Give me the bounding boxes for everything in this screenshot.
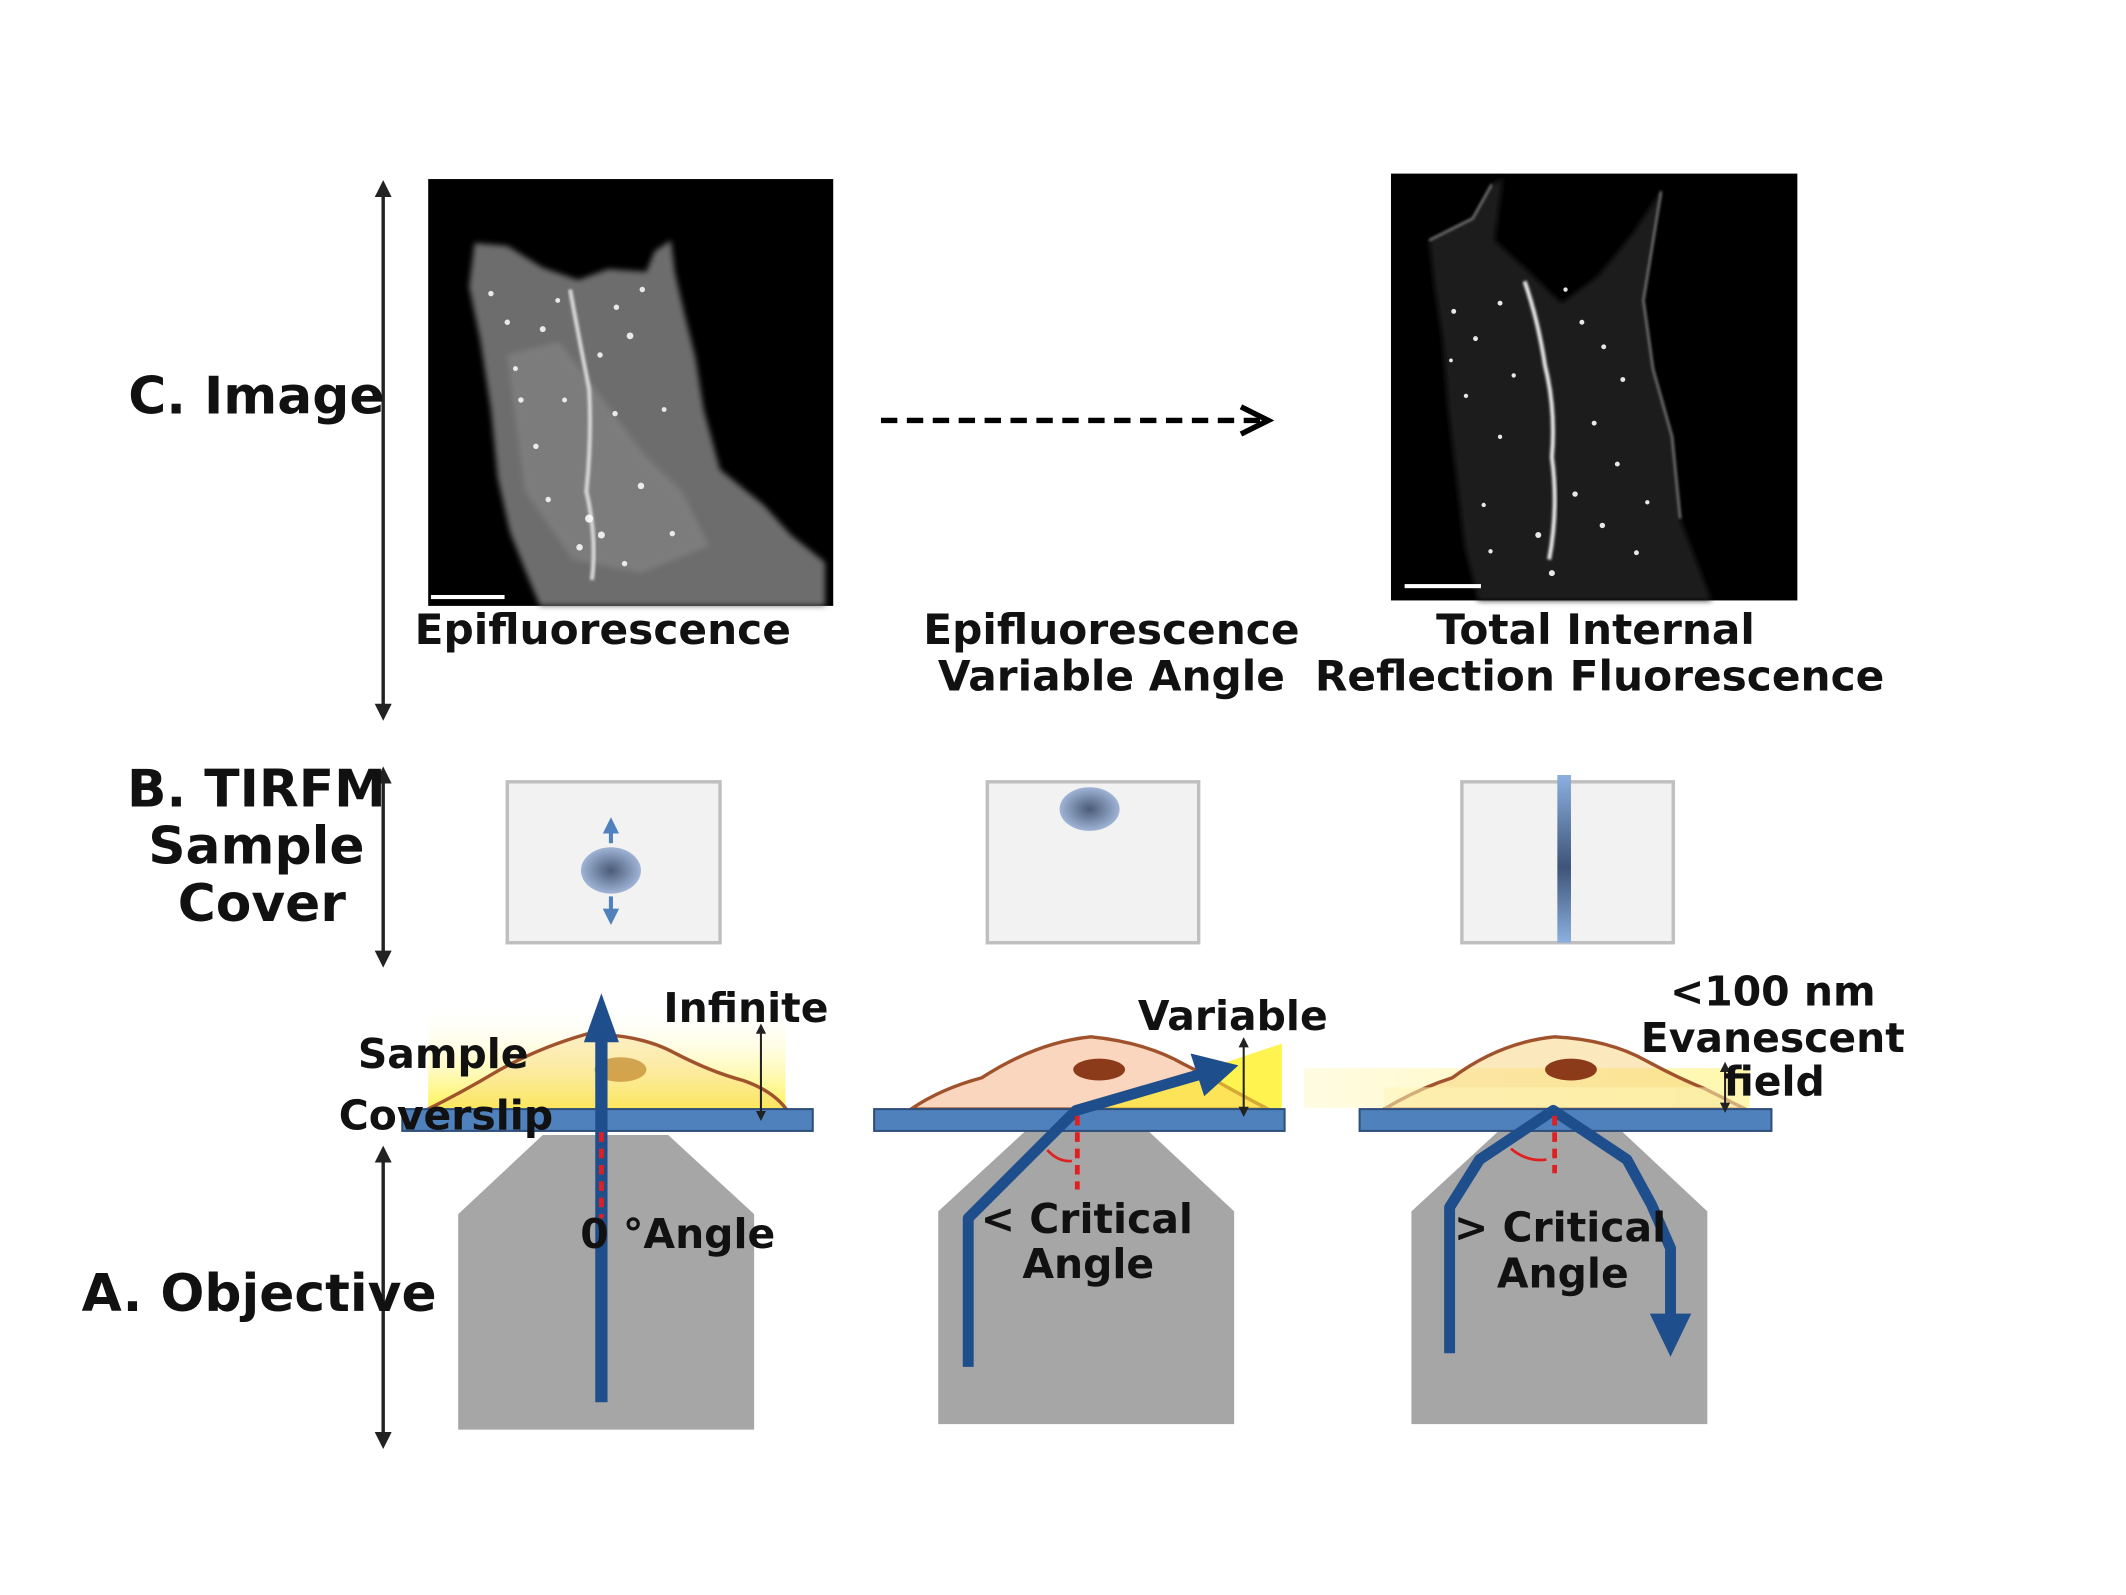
row-label-image: C. Image: [128, 367, 384, 427]
panel-tirf: <100 nm Evanescent field > Critical Angl…: [1304, 967, 1905, 1424]
row-label-sample: Sample: [148, 817, 364, 877]
label-coverslip: Coverslip: [339, 1092, 553, 1140]
panel-epi: Sample Coverslip Infinite 0 °Angle: [339, 984, 829, 1430]
label-angle-greater-1: > Critical: [1454, 1203, 1666, 1251]
label-angle-greater-2: Angle: [1497, 1250, 1629, 1298]
row-label-objective: A. Objective: [82, 1264, 437, 1324]
panel-variable: Variable < Critical Angle: [874, 992, 1328, 1424]
caption-variable-line2: Variable Angle: [938, 651, 1285, 700]
caption-tirf-line1: Total Internal: [1436, 605, 1755, 654]
caption-tirf-line2: Reflection Fluorescence: [1315, 651, 1884, 700]
sample-box-variable: [987, 782, 1198, 943]
label-angle-zero: 0 °Angle: [580, 1210, 775, 1258]
nucleus-2: [1073, 1059, 1125, 1081]
sample-box-epi: [507, 782, 720, 943]
label-depth-100nm: <100 nm: [1670, 967, 1876, 1015]
label-depth-field: field: [1723, 1057, 1824, 1105]
nucleus-3: [1545, 1059, 1597, 1081]
caption-variable-line1: Epifluorescence: [923, 605, 1299, 654]
label-angle-less-2: Angle: [1022, 1240, 1154, 1288]
row-label-tirfm: B. TIRFM: [127, 759, 386, 819]
label-depth-variable: Variable: [1138, 992, 1328, 1040]
label-depth-infinite: Infinite: [663, 984, 828, 1032]
tirf-micrograph: [1391, 174, 1797, 601]
label-depth-evanescent: Evanescent: [1641, 1014, 1905, 1062]
caption-epi: Epifluorescence: [415, 605, 791, 654]
sample-box-tirf: [1462, 775, 1673, 943]
label-sample: Sample: [358, 1030, 529, 1078]
label-angle-less-1: < Critical: [981, 1195, 1193, 1243]
epifluorescence-micrograph: [428, 179, 833, 606]
row-label-cover: Cover: [178, 874, 347, 934]
